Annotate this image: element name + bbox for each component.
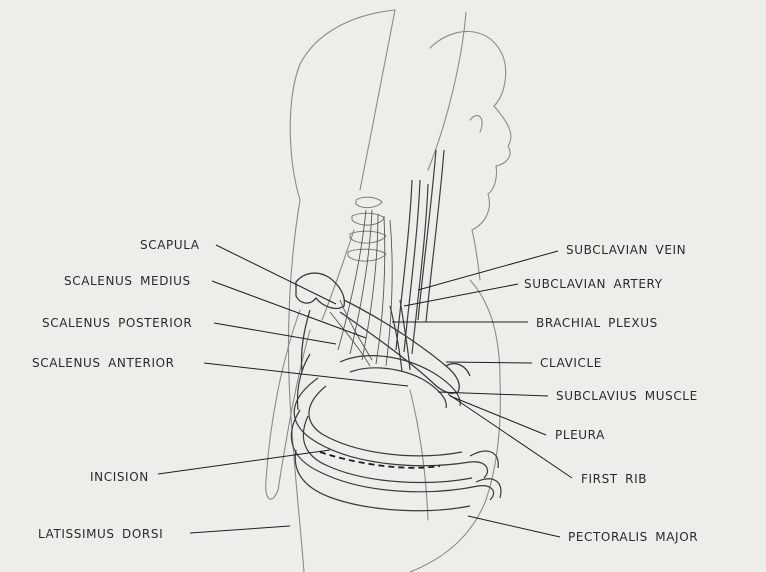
label-subclavius-muscle: SUBCLAVIUS MUSCLE: [556, 389, 698, 403]
label-scapula: SCAPULA: [140, 238, 200, 252]
label-latissimus-dorsi: LATISSIMUS DORSI: [38, 527, 163, 541]
first-rib-inner: [350, 368, 446, 408]
leader-scalenus-anterior: [204, 363, 408, 386]
leader-pleura: [450, 396, 546, 435]
rib-cage: [291, 354, 501, 511]
label-pleura: PLEURA: [555, 428, 605, 442]
label-brachial-plexus: BRACHIAL PLEXUS: [536, 316, 658, 330]
leader-latissimus-dorsi: [190, 526, 290, 533]
leader-scapula: [216, 245, 336, 304]
label-scalenus-posterior: SCALENUS POSTERIOR: [42, 316, 192, 330]
leader-clavicle: [446, 362, 532, 363]
label-clavicle: CLAVICLE: [540, 356, 602, 370]
ear-contour: [470, 116, 482, 132]
leader-subclavius-muscle: [438, 392, 548, 396]
label-scalenus-medius: SCALENUS MEDIUS: [64, 274, 191, 288]
label-first-rib: FIRST RIB: [581, 472, 647, 486]
label-incision: INCISION: [90, 470, 149, 484]
cervical-spine: [348, 197, 386, 261]
label-subclavian-vein: SUBCLAVIAN VEIN: [566, 243, 686, 257]
arm-outline: [290, 10, 395, 200]
leader-pectoralis-major: [468, 516, 560, 537]
leader-lines: [158, 245, 572, 537]
label-subclavian-artery: SUBCLAVIAN ARTERY: [524, 277, 663, 291]
leader-scalenus-posterior: [214, 323, 336, 344]
leader-first-rib: [448, 394, 572, 478]
label-scalenus-anterior: SCALENUS ANTERIOR: [32, 356, 175, 370]
shoulder-front: [470, 280, 500, 500]
head-profile: [430, 31, 511, 280]
arm-crease: [360, 10, 395, 190]
axilla-line: [410, 390, 428, 520]
label-pectoralis-major: PECTORALIS MAJOR: [568, 530, 698, 544]
vessels-plexus: [390, 150, 444, 372]
